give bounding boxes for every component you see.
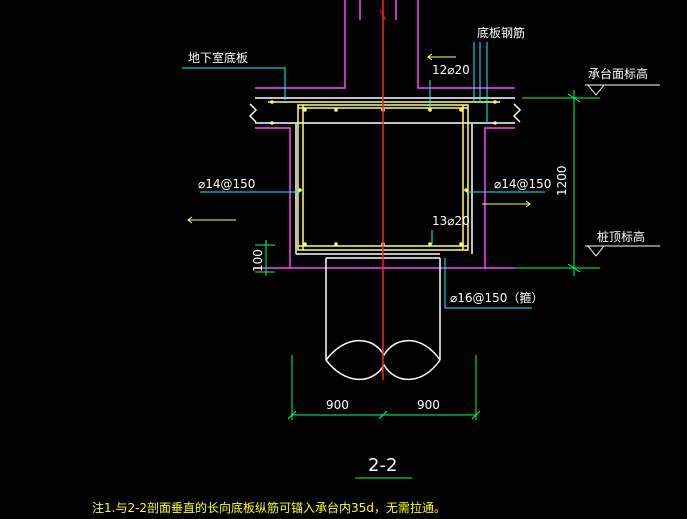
top-bars-label: 12⌀20: [432, 63, 470, 77]
bottom-rebar-label: 底板钢筋: [477, 25, 525, 40]
bottom-bars-label: 13⌀20: [432, 214, 470, 228]
dim-1200-label: 1200: [555, 165, 569, 196]
dim-100-label: 100: [251, 249, 265, 272]
side-bar-right-label: ⌀14@150: [494, 177, 551, 191]
stirrup-label: ⌀16@150（箍）: [450, 290, 543, 305]
dim-left-900-label: 900: [326, 398, 349, 412]
centerline-tick: [379, 9, 387, 21]
dim-right-900-label: 900: [417, 398, 440, 412]
column-outline: [255, 0, 515, 89]
leader-lines: [182, 42, 545, 309]
rebar-dots: [270, 100, 497, 246]
pile-cap-outline: [255, 127, 515, 269]
basement-slab-label: 地下室底板: [188, 50, 248, 65]
pile-top-elevation-label: 桩顶标高: [597, 229, 645, 244]
note-text: 注1.与2-2剖面垂直的长向底板纵筋可锚入承台内35d，无需拉通。: [92, 500, 446, 515]
bar-arrows: [187, 53, 531, 224]
side-bar-left-label: ⌀14@150: [198, 177, 255, 191]
elevation-markers: [585, 84, 660, 257]
cap-top-elevation-label: 承台面标高: [588, 66, 648, 81]
section-title: 2-2: [368, 455, 397, 476]
dimension-lines: [255, 90, 600, 479]
